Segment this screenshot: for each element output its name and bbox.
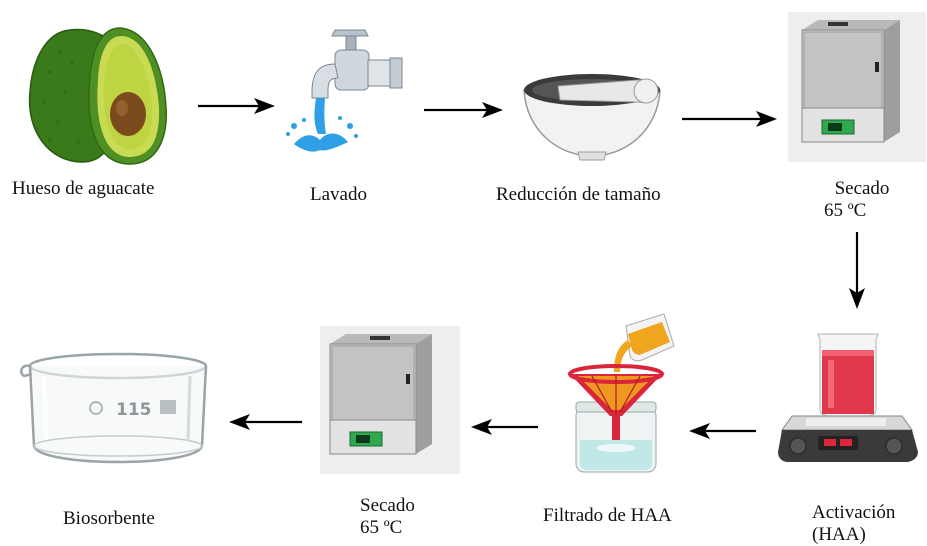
arrow-activate-to-filter [688, 421, 756, 441]
label-dry2-line1: Secado [360, 495, 415, 516]
arrow-avocado-to-wash [198, 96, 276, 116]
label-grind: Reducción de tamaño [496, 184, 661, 205]
label-biosorbent: Biosorbente [63, 508, 155, 529]
step-dry2 [320, 326, 460, 474]
label-filter: Filtrado de HAA [543, 505, 672, 526]
label-avocado: Hueso de aguacate [12, 178, 155, 199]
label-dry1-line1: Secado [834, 178, 890, 199]
drying-oven-icon [320, 326, 460, 474]
step-grind [518, 60, 668, 165]
label-dry2: Secado 65 ºC [360, 495, 415, 539]
arrow-dry2-to-biosorbent [228, 412, 302, 432]
step-filter [562, 312, 677, 477]
step-biosorbent: 115 [14, 350, 214, 465]
step-avocado [20, 22, 170, 167]
label-dry1-line2: 65 ºC [824, 200, 867, 221]
label-activate: Activación (HAA) [812, 502, 895, 546]
arrow-filter-to-dry2 [470, 417, 538, 437]
step-wash [280, 22, 405, 162]
arrow-grind-to-dry1 [682, 109, 778, 129]
label-dry2-line2: 65 ºC [360, 517, 403, 538]
arrow-wash-to-grind [424, 100, 504, 120]
label-dry1: Secado 65 ºC [822, 178, 902, 222]
step-activate [778, 330, 923, 480]
crystallizing-dish-icon: 115 [19, 352, 208, 464]
avocado-icon [28, 27, 167, 165]
label-activate-line1: Activación [812, 502, 896, 523]
filter-funnel-icon [568, 313, 675, 473]
hotplate-beaker-icon [778, 333, 918, 462]
arrow-dry1-to-activate [847, 232, 867, 310]
dish-mark-text: 115 [116, 400, 152, 420]
label-activate-line2: (HAA) [812, 524, 866, 545]
step-dry1 [788, 12, 926, 162]
faucet-icon [286, 29, 403, 152]
label-wash: Lavado [310, 184, 367, 205]
mortar-pestle-icon [523, 74, 661, 161]
drying-oven-icon [788, 12, 926, 162]
